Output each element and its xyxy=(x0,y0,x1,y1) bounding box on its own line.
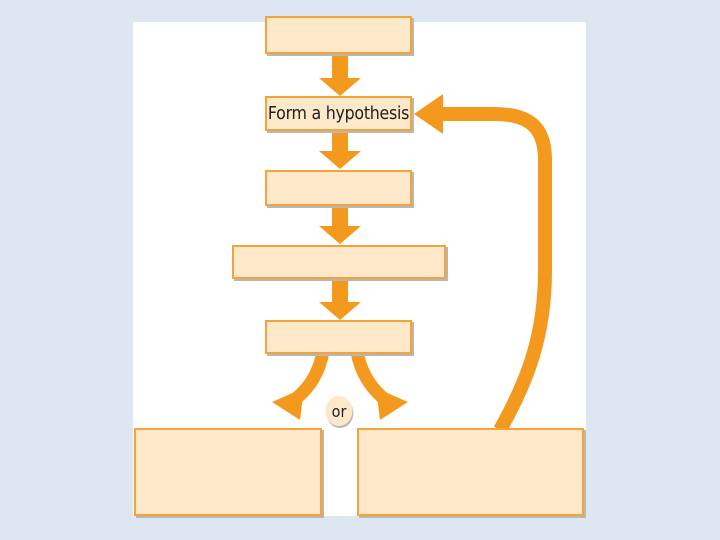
or-badge: or xyxy=(325,396,353,426)
step-box-5 xyxy=(265,320,412,354)
step-box-top xyxy=(265,16,412,54)
hypothesis-label: Form a hypothesis xyxy=(267,103,410,124)
outcome-box-right xyxy=(357,428,584,516)
arrow-down-1 xyxy=(319,54,361,96)
step-box-hypothesis: Form a hypothesis xyxy=(265,96,412,131)
step-box-4 xyxy=(232,245,446,279)
arrow-feedback-loop xyxy=(440,107,552,434)
arrow-split-left-head xyxy=(272,388,304,420)
arrow-down-3 xyxy=(319,206,361,244)
arrow-split-right-head xyxy=(376,388,408,420)
arrow-down-2 xyxy=(319,131,361,169)
outcome-box-left xyxy=(134,428,322,516)
arrow-down-4 xyxy=(319,279,361,320)
arrow-feedback-head xyxy=(414,94,443,134)
step-box-3 xyxy=(265,170,412,206)
